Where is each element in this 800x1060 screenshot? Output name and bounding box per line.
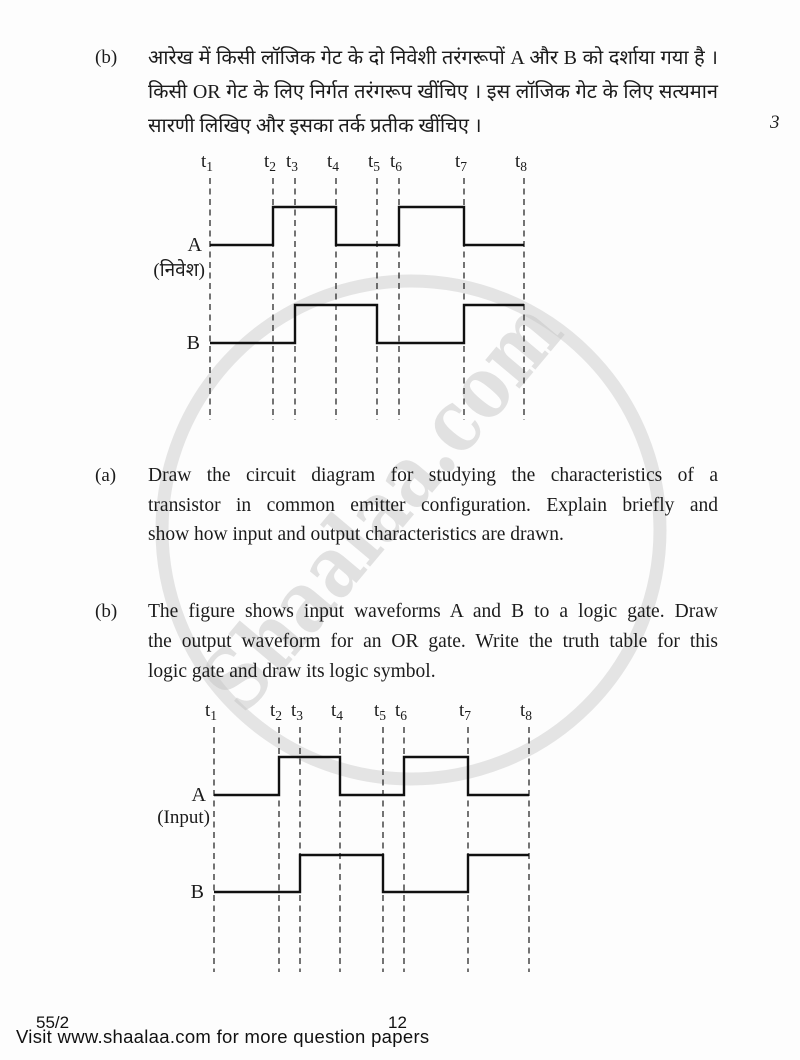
t-label-subscript: 2 bbox=[275, 708, 282, 723]
t-label-subscript: 1 bbox=[210, 708, 217, 723]
waveform-diagram-hindi: t1 t2 t3 t4 t5 t6 t7 t8A(निवेश) B bbox=[153, 151, 527, 420]
t-label: t8 bbox=[520, 700, 532, 723]
t-label: t5 bbox=[368, 151, 380, 174]
t-label: t7 bbox=[455, 151, 467, 174]
q-b-line-2: the output waveform for an OR gate. Writ… bbox=[148, 631, 718, 652]
t-label: t6 bbox=[395, 700, 407, 723]
waveform-B-trace bbox=[210, 303, 524, 345]
t-label-subscript: 1 bbox=[206, 159, 213, 174]
t-label: t2 bbox=[270, 700, 282, 723]
hindi-line-1: आरेख में किसी लॉजिक गेट के दो निवेशी तरं… bbox=[148, 47, 718, 69]
t-label-subscript: 7 bbox=[460, 159, 467, 174]
t-label-subscript: 3 bbox=[296, 708, 303, 723]
waveform-A-label: A bbox=[192, 784, 207, 806]
waveform-A-trace bbox=[214, 755, 529, 797]
question-text-a: Draw the circuit diagram for studying th… bbox=[148, 461, 718, 550]
question-number-a: (a) bbox=[95, 465, 117, 486]
waveform-diagram-english: t1 t2 t3 t4 t5 t6 t7 t8A(Input) B bbox=[157, 700, 532, 972]
marks-badge: 3 bbox=[770, 112, 780, 133]
t-label-subscript: 8 bbox=[525, 708, 532, 723]
hindi-line-2: किसी OR गेट के लिए निर्गत तरंगरूप खींचिए… bbox=[148, 81, 718, 103]
q-b-line-3: logic gate and draw its logic symbol. bbox=[148, 661, 436, 682]
t-label: t3 bbox=[291, 700, 303, 723]
question-number-hindi-b: (b) bbox=[95, 47, 118, 68]
t-label-subscript: 4 bbox=[336, 708, 343, 723]
t-label: t6 bbox=[390, 151, 402, 174]
t-label-subscript: 3 bbox=[291, 159, 298, 174]
t-label: t1 bbox=[205, 700, 217, 723]
q-a-line-3: show how input and output characteristic… bbox=[148, 524, 564, 545]
t-label: t2 bbox=[264, 151, 276, 174]
q-b-line-1: The figure shows input waveforms A and B… bbox=[148, 601, 718, 622]
q-a-line-2: transistor in common emitter configurati… bbox=[148, 494, 718, 516]
t-label-subscript: 5 bbox=[373, 159, 380, 174]
waveform-B-label: B bbox=[191, 881, 204, 903]
waveform-A-trace bbox=[210, 205, 524, 247]
t-label-subscript: 4 bbox=[332, 159, 339, 174]
waveform-A-sublabel: (निवेश) bbox=[153, 258, 205, 281]
t-label: t1 bbox=[201, 151, 213, 174]
page-number: 12 bbox=[388, 1013, 407, 1032]
waveform-A-label: A bbox=[188, 234, 203, 256]
q-a-line-1: Draw the circuit diagram for studying th… bbox=[148, 465, 718, 486]
question-text-b: The figure shows input waveforms A and B… bbox=[148, 597, 718, 687]
watermark-circle bbox=[155, 274, 667, 786]
waveform-B-label: B bbox=[187, 332, 200, 354]
t-label: t7 bbox=[459, 700, 471, 723]
hindi-line-3: सारणी लिखिए और इसका तर्क प्रतीक खींचिए । bbox=[148, 115, 482, 137]
t-label: t8 bbox=[515, 151, 527, 174]
t-label-subscript: 2 bbox=[269, 159, 276, 174]
question-text-hindi-b: आरेख में किसी लॉजिक गेट के दो निवेशी तरं… bbox=[148, 41, 718, 143]
t-label-subscript: 6 bbox=[395, 159, 402, 174]
waveform-A-sublabel: (Input) bbox=[157, 807, 210, 828]
visit-shaalaa-text: Visit www.shaalaa.com for more question … bbox=[16, 1026, 430, 1047]
question-number-b: (b) bbox=[95, 601, 118, 622]
paper-code: 55/2 bbox=[36, 1013, 70, 1032]
t-label: t5 bbox=[374, 700, 386, 723]
t-label: t3 bbox=[286, 151, 298, 174]
t-label-subscript: 8 bbox=[520, 159, 527, 174]
t-label-subscript: 7 bbox=[464, 708, 471, 723]
t-label-subscript: 5 bbox=[379, 708, 386, 723]
t-label: t4 bbox=[331, 700, 343, 723]
waveform-B-trace bbox=[214, 853, 529, 894]
t-label-subscript: 6 bbox=[400, 708, 407, 723]
t-label: t4 bbox=[327, 151, 339, 174]
